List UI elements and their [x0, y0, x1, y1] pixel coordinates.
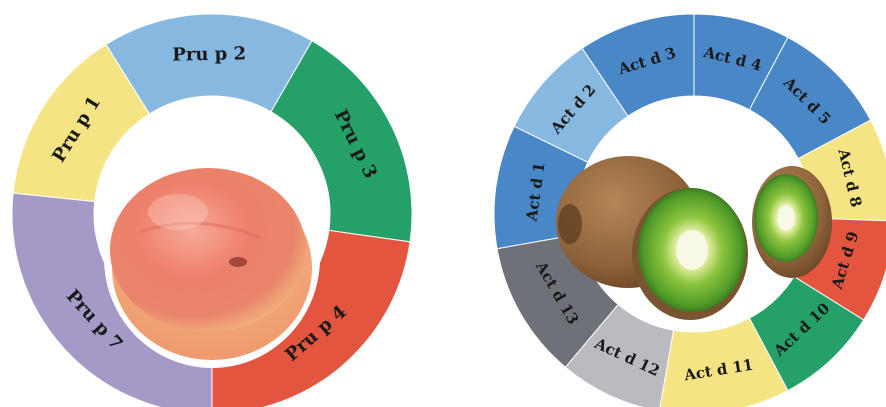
peach-image: [104, 148, 320, 368]
peach-allergen-segment-label: Pru p 2: [172, 43, 246, 65]
